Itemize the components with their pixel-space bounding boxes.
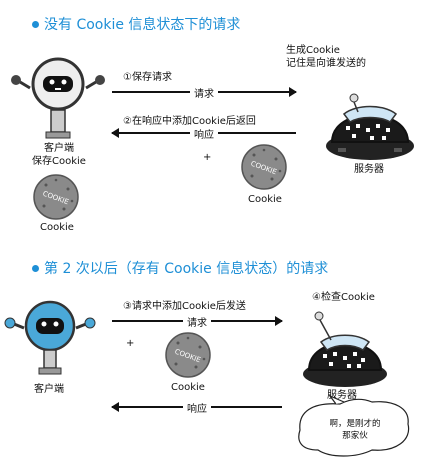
- step2-label: ②在响应中添加Cookie后返回: [123, 116, 256, 127]
- client-label-2: 客户端: [34, 384, 64, 395]
- request-arrow-label: 请求: [190, 85, 218, 100]
- server-cookie-label: Cookie: [248, 194, 282, 205]
- client-cookie-label: Cookie: [40, 222, 74, 233]
- cookie-label-2: Cookie: [171, 382, 205, 393]
- speech-text: 啊，是刚才的 那家伙: [329, 419, 381, 441]
- response-arrow-label-2: 响应: [183, 400, 211, 415]
- request-arrow: 请求: [112, 85, 297, 100]
- client-label: 客户端 保存Cookie: [32, 143, 86, 167]
- step4-label: ④检查Cookie: [312, 292, 375, 303]
- bullet-icon: [32, 264, 39, 272]
- section1-title: 没有 Cookie 信息状态下的请求: [32, 14, 240, 34]
- request-arrow-2: 请求: [112, 314, 283, 329]
- response-arrow-2: 响应: [111, 400, 282, 415]
- plus-sign-2: +: [126, 338, 135, 349]
- step1-label: ①保存请求: [123, 72, 172, 83]
- request-arrow-label-2: 请求: [183, 314, 211, 329]
- server-label: 服务器: [354, 164, 384, 175]
- plus-sign: +: [203, 152, 212, 163]
- section2-title: 第 2 次以后（存有 Cookie 信息状态）的请求: [32, 258, 328, 278]
- response-arrow: 响应: [111, 126, 296, 141]
- bullet-icon: [32, 20, 39, 28]
- step3-label: ③请求中添加Cookie后发送: [123, 301, 246, 312]
- server-note: 生成Cookie 记住是向谁发送的: [286, 45, 366, 69]
- server-label-2: 服务器: [327, 390, 357, 401]
- response-arrow-label: 响应: [190, 126, 218, 141]
